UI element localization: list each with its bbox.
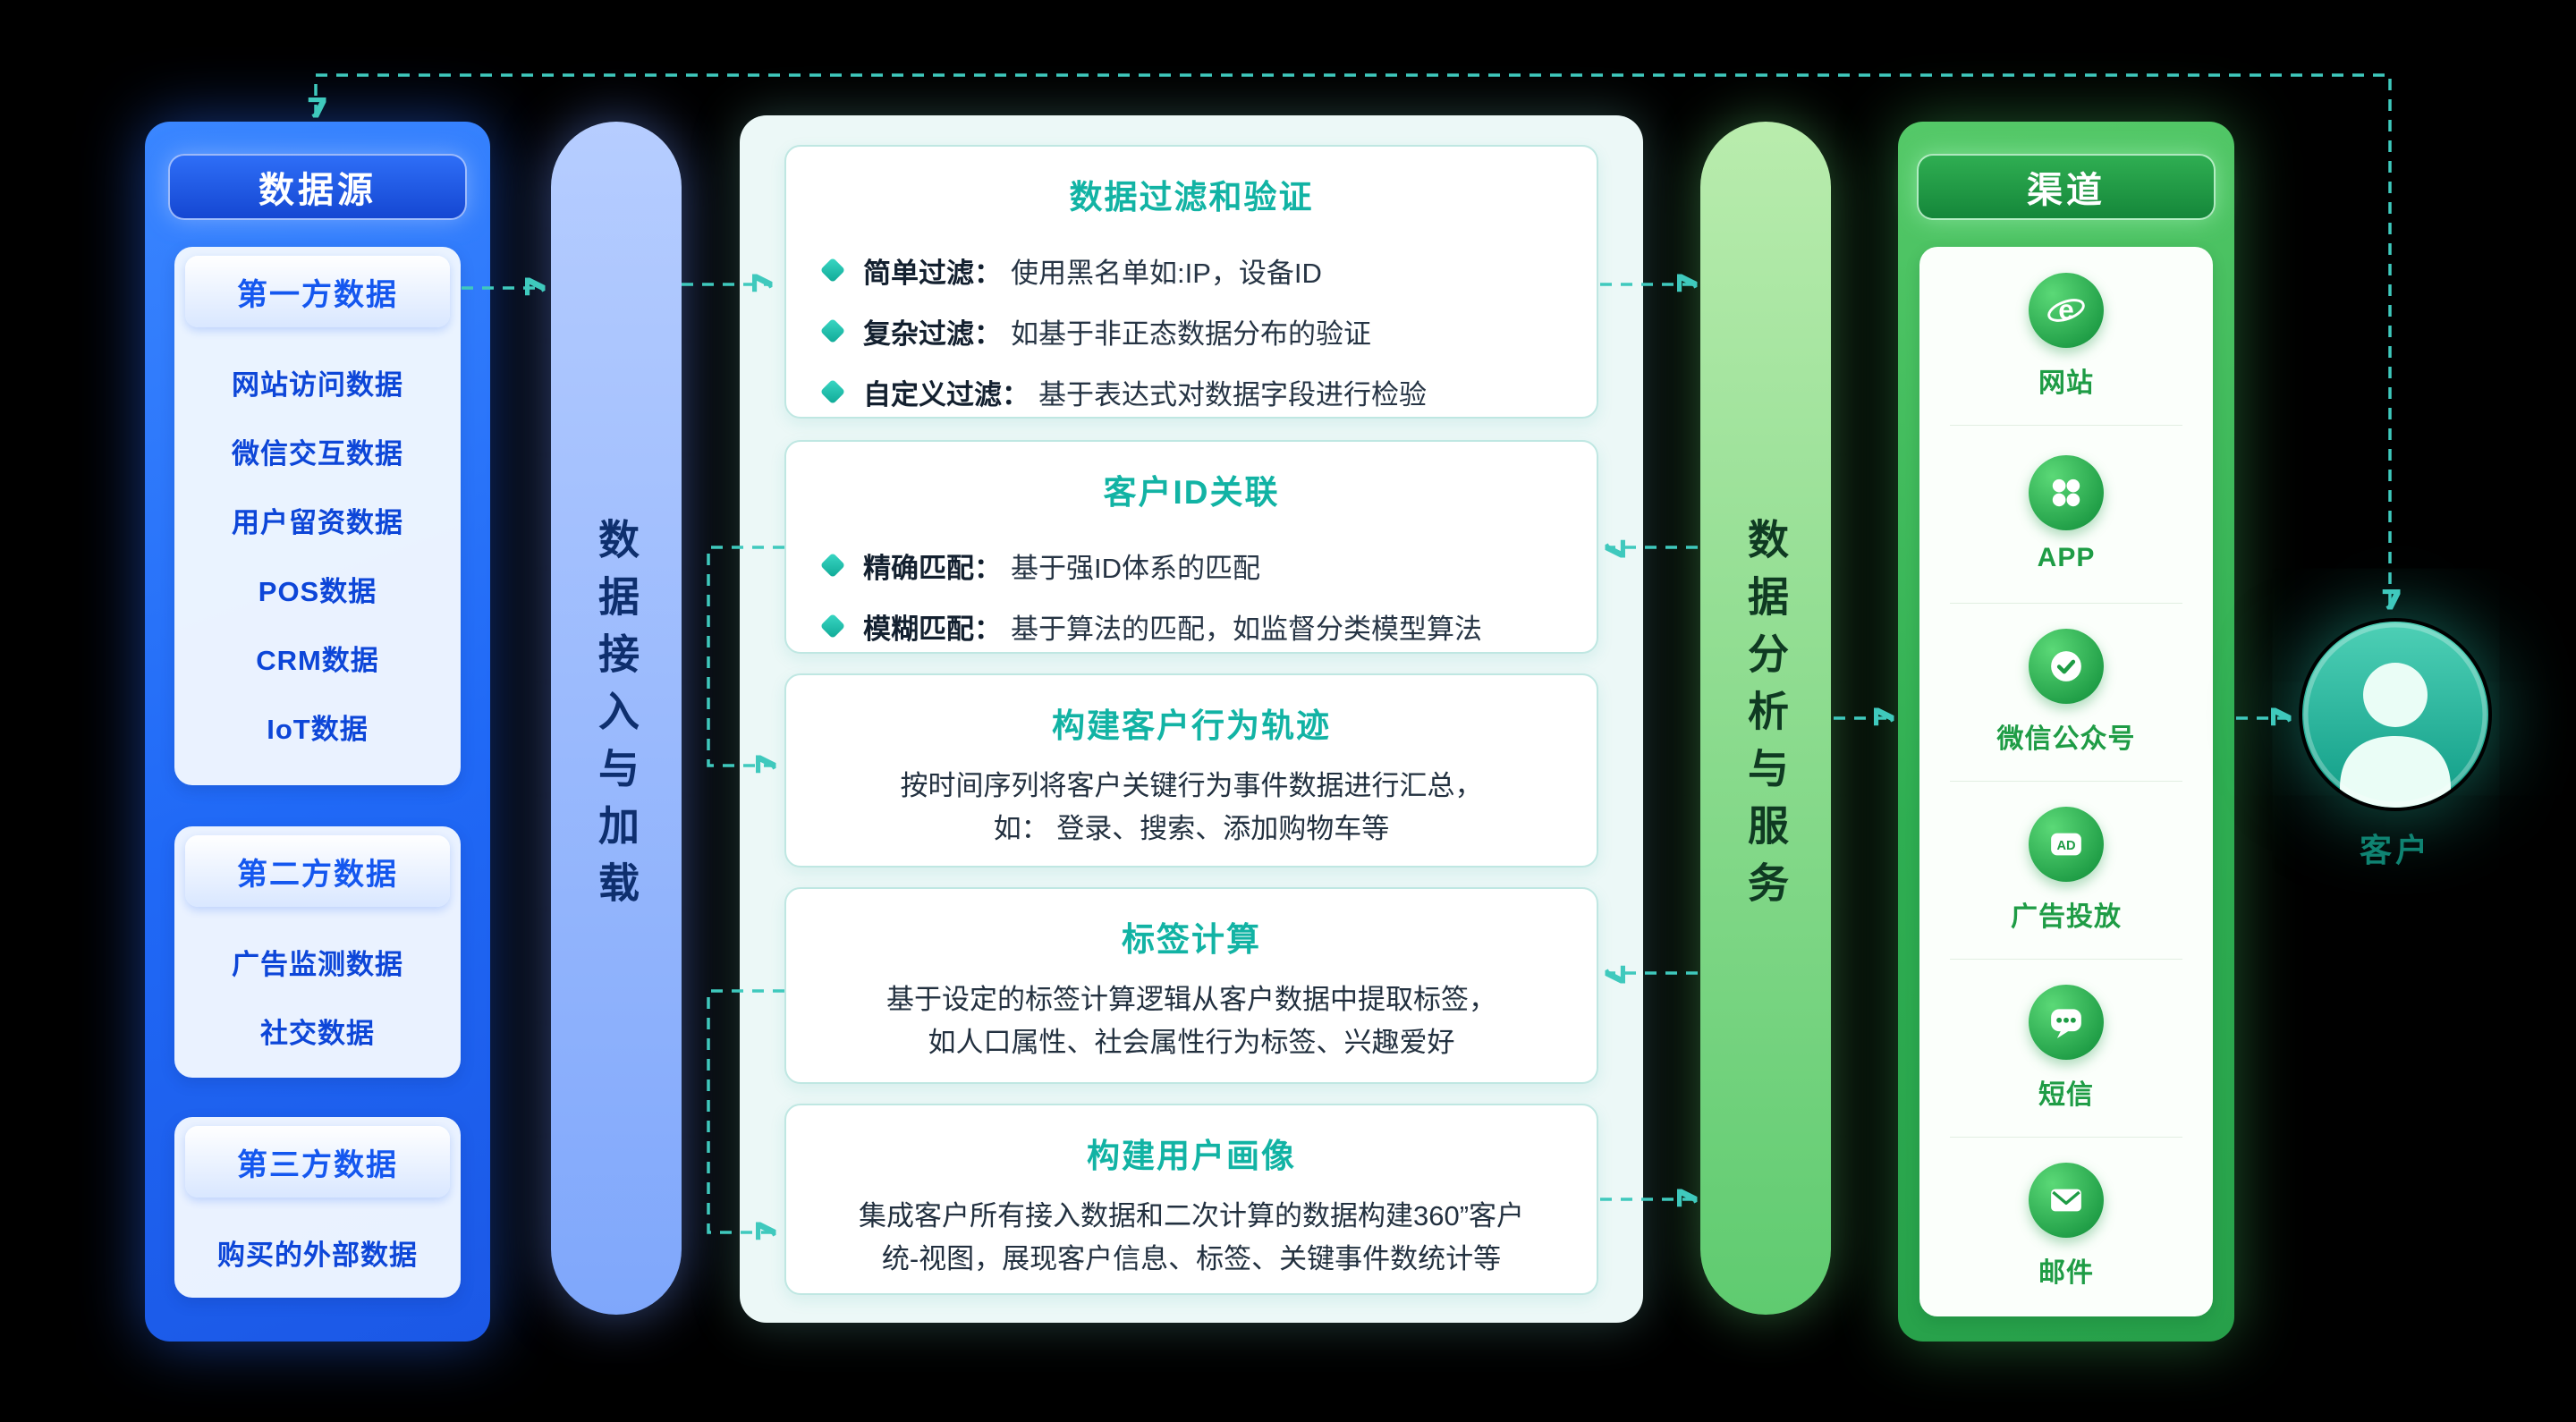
second-party-data-group: 第二方数据 广告监测数据 社交数据 [174,826,461,1078]
bullet-text: 基于强ID体系的匹配 [1011,552,1260,584]
bullet-label: 自定义过滤： [863,378,1030,411]
channel-label: 短信 [2038,1079,2094,1110]
bullet-row: 精确匹配： 基于强ID体系的匹配 [819,535,1597,596]
channel-item-app: APP [1919,425,2213,603]
bullet-label: 模糊匹配： [863,613,1002,645]
channel-item-website: e 网站 [1919,247,2213,425]
browser-icon: e [2029,272,2104,348]
channel-item-ads: AD 广告投放 [1919,781,2213,959]
channel-label: 网站 [2038,368,2094,398]
process-box-id-mapping: 客户ID关联 精确匹配： 基于强ID体系的匹配 模糊匹配： 基于算法的匹配，如监… [784,440,1598,654]
channel-label: APP [2037,542,2096,572]
data-analysis-bar: 数据分析与服务 [1700,122,1831,1315]
process-box-body: 按时间序列将客户关键行为事件数据进行汇总， 如： 登录、搜索、添加购物车等 [786,765,1597,851]
data-source-item: IoT数据 [267,714,369,745]
data-source-item: 社交数据 [260,1018,375,1049]
body-line: 基于设定的标签计算逻辑从客户数据中提取标签， [886,984,1496,1015]
channel-item-wechat-official: 微信公众号 [1919,603,2213,781]
svg-text:e: e [2058,293,2074,326]
process-box-title: 构建客户行为轨迹 [1052,707,1331,744]
process-box-tag-compute: 标签计算 基于设定的标签计算逻辑从客户数据中提取标签， 如人口属性、社会属性行为… [784,887,1598,1084]
email-icon [2029,1162,2104,1238]
bullet-label: 精确匹配： [863,552,1002,584]
customer-label: 客户 [2359,832,2431,868]
channels-title: 渠道 [1917,154,2216,220]
customer-avatar [2299,618,2492,811]
channels-panel: 渠道 e 网站 [1898,122,2234,1342]
process-box-body: 集成客户所有接入数据和二次计算的数据构建360”客户 统-视图，展现客户信息、标… [786,1195,1597,1281]
channel-label: 广告投放 [2011,901,2122,932]
process-box-title: 标签计算 [1122,921,1261,958]
body-line: 集成客户所有接入数据和二次计算的数据构建360”客户 [858,1200,1525,1232]
body-line: 如： 登录、搜索、添加购物车等 [993,813,1390,844]
bullet-label: 复杂过滤： [863,317,1002,350]
bullet-text: 使用黑名单如:IP，设备ID [1011,257,1322,289]
third-party-data-group: 第三方数据 购买的外部数据 [174,1117,461,1298]
app-icon [2029,454,2104,530]
channel-list: e 网站 APP [1919,247,2213,1316]
bullet-text: 基于算法的匹配，如监督分类模型算法 [1011,613,1482,645]
data-sources-panel: 数据源 第一方数据 网站访问数据 微信交互数据 用户留资数据 POS数据 CRM… [145,122,490,1342]
process-box-user-profile: 构建用户画像 集成客户所有接入数据和二次计算的数据构建360”客户 统-视图，展… [784,1104,1598,1295]
process-box-title: 客户ID关联 [1103,474,1280,511]
second-party-data-label: 第二方数据 [185,835,450,907]
process-box-behavior-track: 构建客户行为轨迹 按时间序列将客户关键行为事件数据进行汇总， 如： 登录、搜索、… [784,673,1598,868]
process-box-filter-validate: 数据过滤和验证 简单过滤： 使用黑名单如:IP，设备ID 复杂过滤： 如基于非正… [784,145,1598,419]
data-source-item: 广告监测数据 [232,949,403,980]
bullet-label: 简单过滤： [863,257,1002,289]
bullet-text: 基于表达式对数据字段进行检验 [1038,378,1427,411]
channel-item-email: 邮件 [1919,1137,2213,1315]
bullet-row: 复杂过滤： 如基于非正态数据分布的验证 [819,300,1597,361]
data-source-item: CRM数据 [256,645,379,676]
data-source-item: 微信交互数据 [232,438,403,470]
bullet-list: 精确匹配： 基于强ID体系的匹配 模糊匹配： 基于算法的匹配，如监督分类模型算法 [786,535,1597,656]
sms-icon [2029,984,2104,1060]
data-ingest-bar: 数据接入与加载 [551,122,682,1315]
process-box-title: 构建用户画像 [1087,1138,1296,1174]
process-box-title: 数据过滤和验证 [1069,179,1314,216]
ad-icon: AD [2029,806,2104,882]
first-party-data-items: 网站访问数据 微信交互数据 用户留资数据 POS数据 CRM数据 IoT数据 [174,351,461,764]
diamond-bullet-icon [819,257,846,284]
channel-item-sms: 短信 [1919,959,2213,1137]
body-line: 统-视图，展现客户信息、标签、关键事件数统计等 [881,1243,1502,1274]
bullet-row: 自定义过滤： 基于表达式对数据字段进行检验 [819,361,1597,422]
body-line: 按时间序列将客户关键行为事件数据进行汇总， [900,770,1483,801]
data-source-item: 网站访问数据 [232,369,403,401]
channel-label: 邮件 [2038,1257,2094,1288]
diamond-bullet-icon [819,613,846,639]
data-source-item: 购买的外部数据 [217,1240,418,1271]
body-line: 如人口属性、社会属性行为标签、兴趣爱好 [928,1027,1455,1058]
bullet-row: 模糊匹配： 基于算法的匹配，如监督分类模型算法 [819,596,1597,656]
process-box-body: 基于设定的标签计算逻辑从客户数据中提取标签， 如人口属性、社会属性行为标签、兴趣… [786,978,1597,1064]
third-party-data-label: 第三方数据 [185,1126,450,1198]
diamond-bullet-icon [819,378,846,405]
data-sources-title: 数据源 [168,154,467,220]
bullet-text: 如基于非正态数据分布的验证 [1011,317,1371,350]
svg-text:AD: AD [2056,839,2075,853]
wechat-official-account-icon [2029,628,2104,704]
data-source-item: 用户留资数据 [232,507,403,538]
first-party-data-group: 第一方数据 网站访问数据 微信交互数据 用户留资数据 POS数据 CRM数据 I… [174,247,461,785]
diamond-bullet-icon [819,552,846,579]
bullet-list: 简单过滤： 使用黑名单如:IP，设备ID 复杂过滤： 如基于非正态数据分布的验证… [786,240,1597,422]
second-party-data-items: 广告监测数据 社交数据 [174,930,461,1068]
first-party-data-label: 第一方数据 [185,256,450,327]
bullet-row: 简单过滤： 使用黑名单如:IP，设备ID [819,240,1597,300]
data-source-item: POS数据 [258,576,377,607]
channel-label: 微信公众号 [1996,724,2136,754]
diamond-bullet-icon [819,317,846,344]
processing-panel: 数据过滤和验证 简单过滤： 使用黑名单如:IP，设备ID 复杂过滤： 如基于非正… [740,115,1643,1323]
third-party-data-items: 购买的外部数据 [174,1221,461,1290]
